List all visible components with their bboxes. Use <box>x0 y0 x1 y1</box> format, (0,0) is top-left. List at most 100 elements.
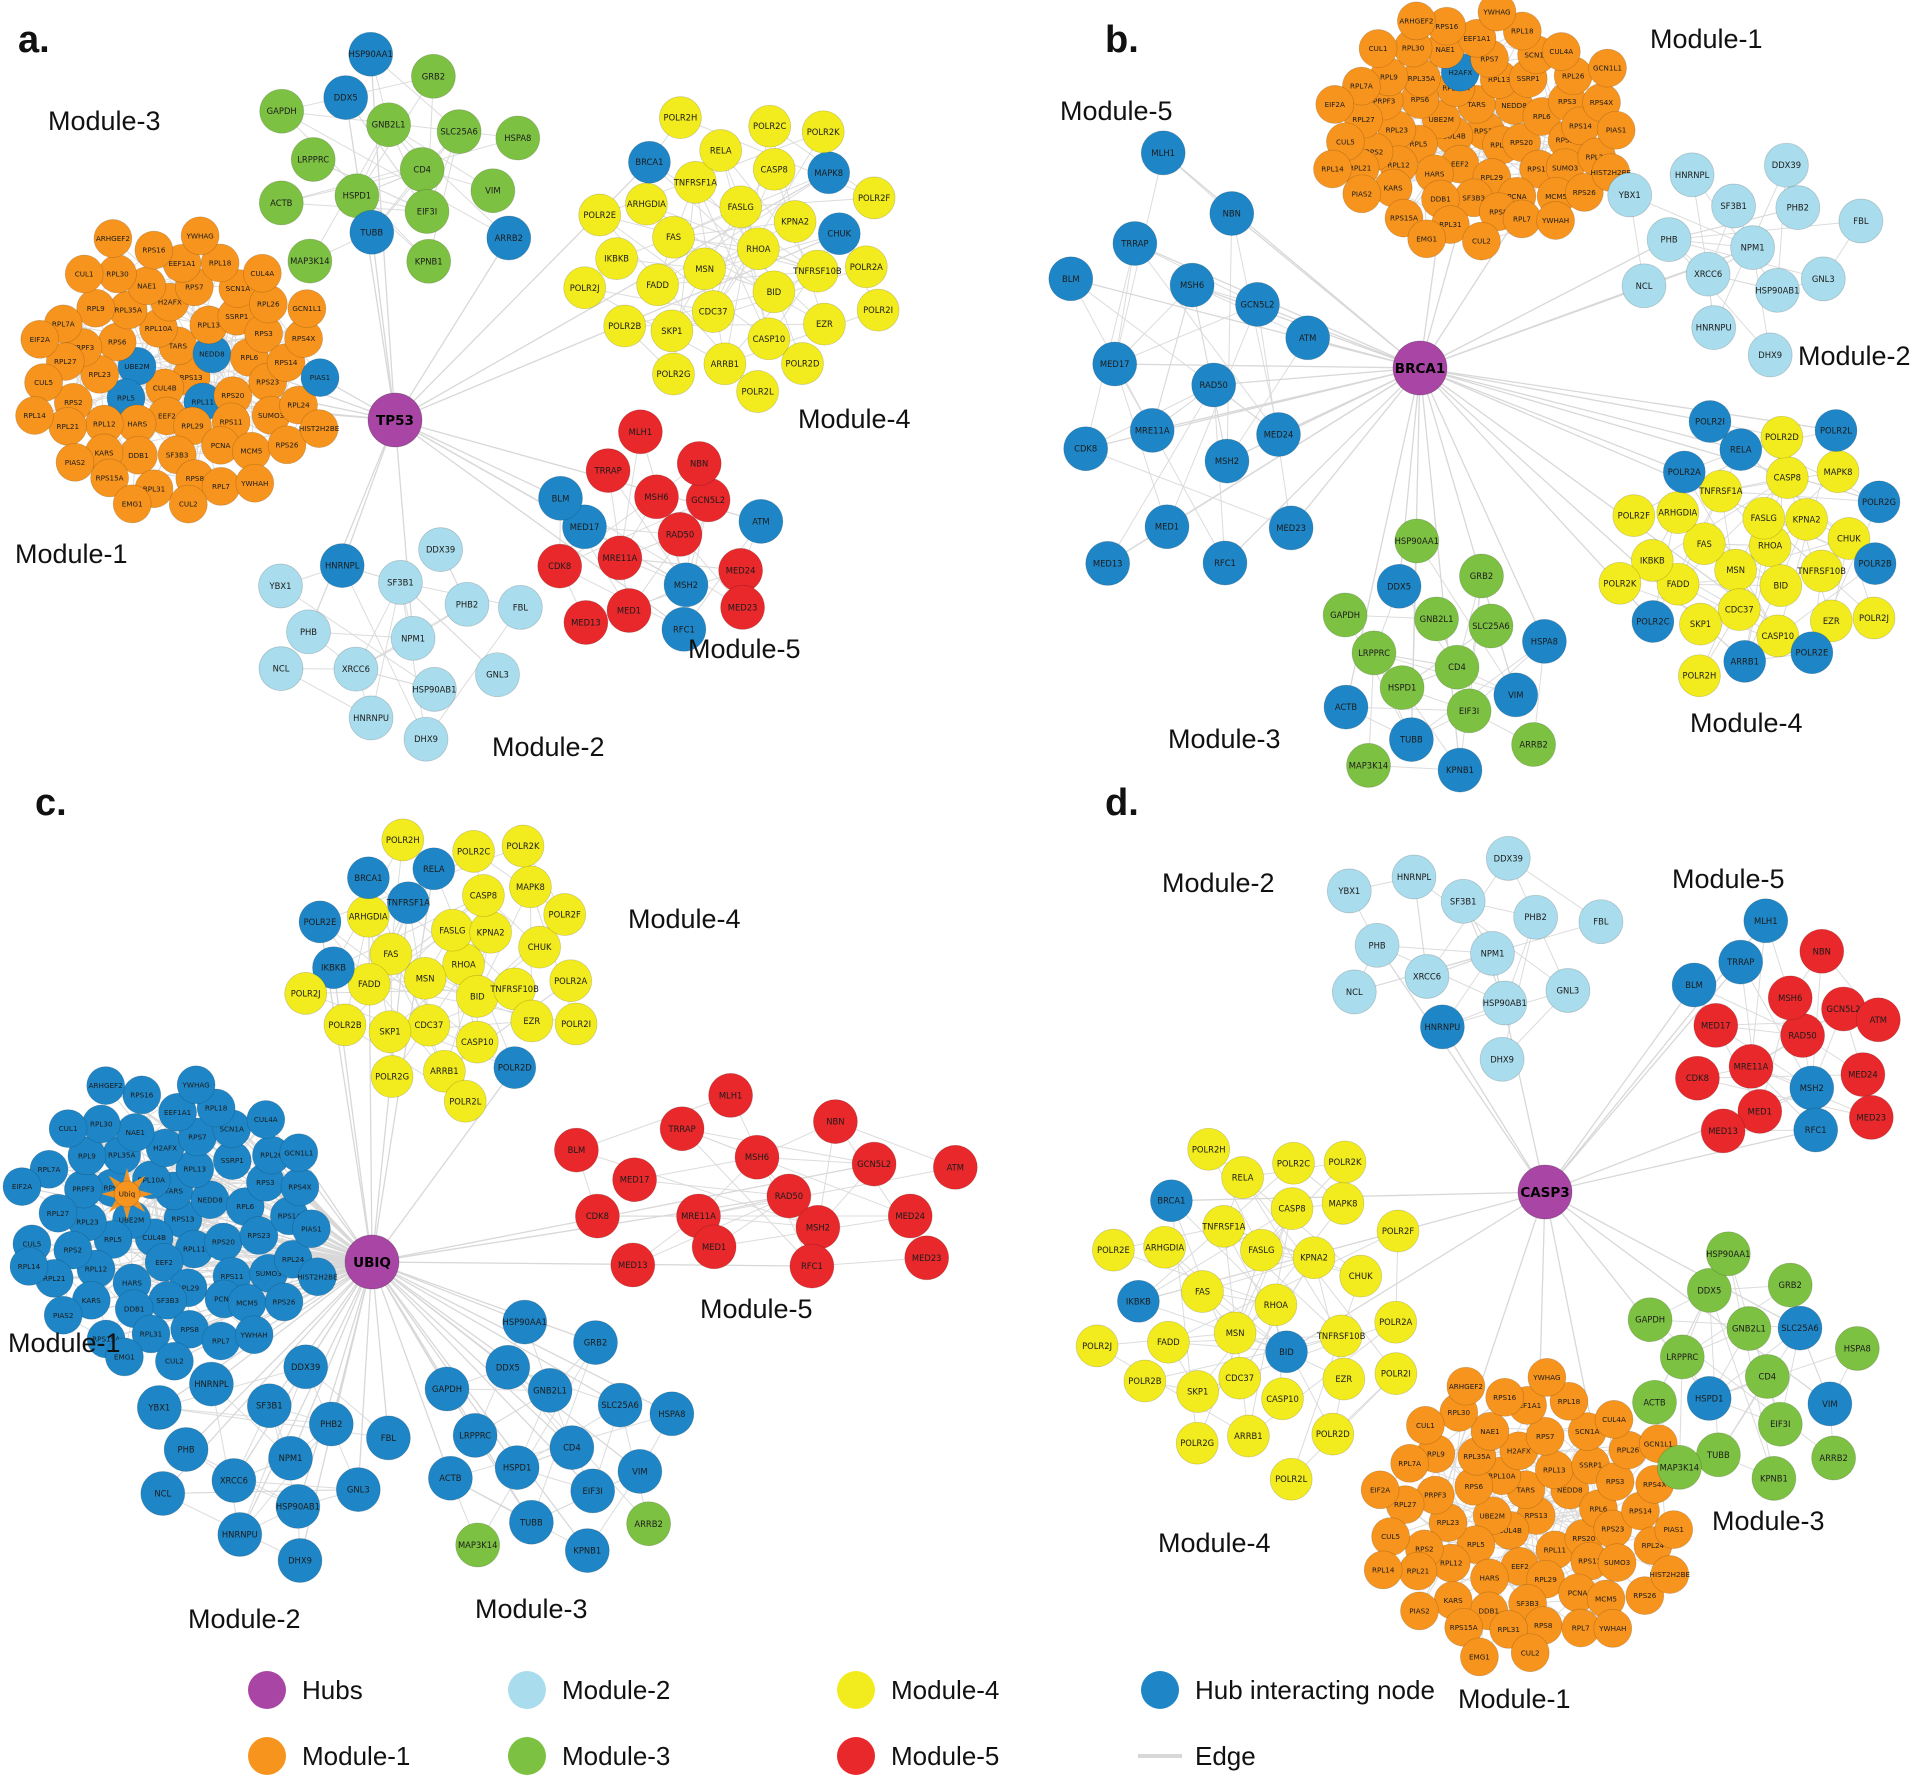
node-SF3B1: SF3B1 <box>1711 183 1756 229</box>
node-POLR2B: POLR2B <box>323 1003 367 1047</box>
svg-text:MRE11A: MRE11A <box>1734 1061 1769 1071</box>
svg-text:RPL26: RPL26 <box>1562 71 1585 80</box>
svg-text:RPL30: RPL30 <box>1402 44 1425 53</box>
svg-text:BLM: BLM <box>1685 980 1703 990</box>
node-IKBKB: IKBKB <box>312 946 355 990</box>
svg-text:GAPDH: GAPDH <box>432 1384 462 1394</box>
svg-text:TARS: TARS <box>1466 100 1486 109</box>
svg-text:GAPDH: GAPDH <box>1635 1315 1665 1325</box>
svg-text:UBIQ: UBIQ <box>353 1255 391 1271</box>
svg-text:MAPK8: MAPK8 <box>1329 1198 1358 1208</box>
svg-text:HIST2H2BE: HIST2H2BE <box>1650 1570 1691 1579</box>
node-MAP3K14: MAP3K14 <box>287 238 333 284</box>
legend-item-hub-interacting-node: Hub interacting node <box>1141 1671 1435 1709</box>
node-MSH2: MSH2 <box>795 1204 841 1250</box>
svg-text:YBX1: YBX1 <box>269 581 292 591</box>
svg-text:H2AFX: H2AFX <box>1507 1446 1531 1455</box>
node-LRPPRC: LRPPRC <box>1659 1334 1705 1380</box>
node-TRRAP: TRRAP <box>585 448 631 493</box>
svg-text:ARRB2: ARRB2 <box>495 233 523 243</box>
module-label-a-module-4: Module-4 <box>798 404 911 434</box>
node-DDX5: DDX5 <box>1686 1268 1732 1313</box>
node-ATM: ATM <box>738 499 784 544</box>
svg-text:MAPK8: MAPK8 <box>516 882 545 892</box>
panel-c-nodes: RHOAMSNFASLGBIDFASKPNA2CDC37TNFRSF1ATNFR… <box>2 818 978 1583</box>
node-POLR2H: POLR2H <box>381 818 425 862</box>
node-MED23: MED23 <box>1268 505 1314 551</box>
svg-text:RPL7A: RPL7A <box>1398 1459 1421 1468</box>
svg-text:DDX5: DDX5 <box>1697 1285 1721 1295</box>
svg-text:GNL3: GNL3 <box>347 1485 370 1495</box>
node-HIST2H2BE: HIST2H2BE <box>299 409 340 448</box>
svg-text:CASP8: CASP8 <box>470 891 497 901</box>
svg-text:RPS7: RPS7 <box>1536 1432 1554 1441</box>
node-DDX39: DDX39 <box>283 1344 329 1390</box>
node-NAE1: NAE1 <box>1470 1412 1510 1451</box>
node-DHX9: DHX9 <box>403 716 449 762</box>
panel-b-module-2: NPM1XRCC6SF3B1HSP90AB1PHBPHB2HNRNPUHNRNP… <box>1607 142 1884 378</box>
svg-text:H2AFX: H2AFX <box>1448 68 1472 77</box>
node-MAPK8: MAPK8 <box>509 865 552 909</box>
svg-text:YBX1: YBX1 <box>1337 886 1360 896</box>
node-POLR2L: POLR2L <box>1269 1457 1313 1501</box>
svg-text:XRCC6: XRCC6 <box>1694 269 1722 279</box>
svg-text:MED17: MED17 <box>1100 359 1130 369</box>
svg-text:POLR2A: POLR2A <box>1379 1317 1412 1327</box>
svg-text:RPL29: RPL29 <box>1534 1575 1557 1584</box>
svg-text:RPS15A: RPS15A <box>1450 1623 1478 1632</box>
hub-BRCA1: BRCA1 <box>1392 340 1448 396</box>
node-CUL1: CUL1 <box>48 1109 88 1148</box>
node-HNRNPL: HNRNPL <box>1391 854 1437 900</box>
svg-text:SF3B3: SF3B3 <box>1516 1599 1539 1608</box>
node-KPNA2: KPNA2 <box>773 200 817 243</box>
node-EIF3I: EIF3I <box>570 1468 616 1514</box>
svg-text:RHOA: RHOA <box>1758 541 1783 551</box>
node-POLR2D: POLR2D <box>493 1046 537 1089</box>
svg-text:RELA: RELA <box>1232 1173 1254 1183</box>
module-label-b-module-3: Module-3 <box>1168 724 1281 754</box>
svg-text:EIF3I: EIF3I <box>417 207 437 217</box>
node-POLR2G: POLR2G <box>370 1055 414 1098</box>
module-label-b-module-4: Module-4 <box>1690 708 1803 738</box>
node-MAP3K14: MAP3K14 <box>455 1522 501 1568</box>
node-MED1: MED1 <box>606 588 652 633</box>
svg-text:FAS: FAS <box>1195 1287 1210 1297</box>
svg-text:HNRNPL: HNRNPL <box>325 561 360 571</box>
node-BLM: BLM <box>1671 962 1717 1008</box>
node-SLC25A6: SLC25A6 <box>1777 1305 1823 1351</box>
svg-text:CUL1: CUL1 <box>75 270 94 279</box>
node-RELA: RELA <box>412 847 456 891</box>
node-ARHGEF2: ARHGEF2 <box>1446 1366 1486 1406</box>
node-ARHGEF2: ARHGEF2 <box>86 1066 126 1105</box>
node-TRRAP: TRRAP <box>1112 221 1158 266</box>
svg-text:TUBB: TUBB <box>1706 1450 1730 1460</box>
svg-text:RPL30: RPL30 <box>90 1120 113 1129</box>
svg-text:RPL24: RPL24 <box>282 1255 305 1264</box>
node-ARRB1: ARRB1 <box>1723 640 1767 683</box>
node-POLR2J: POLR2J <box>563 266 607 310</box>
node-GAPDH: GAPDH <box>259 88 305 134</box>
node-PIAS2: PIAS2 <box>43 1295 83 1335</box>
svg-text:BLM: BLM <box>568 1145 586 1155</box>
svg-text:EMG1: EMG1 <box>1469 1653 1490 1662</box>
svg-text:TUBB: TUBB <box>1399 735 1423 745</box>
svg-text:Hub interacting node: Hub interacting node <box>1195 1675 1435 1705</box>
svg-text:POLR2I: POLR2I <box>561 1019 591 1029</box>
svg-text:TNFRSF1A: TNFRSF1A <box>673 177 717 187</box>
svg-text:ARRB1: ARRB1 <box>711 359 739 369</box>
node-GNB2L1: GNB2L1 <box>366 102 411 148</box>
node-YBX1: YBX1 <box>1607 172 1653 218</box>
legend-item-module-5: Module-5 <box>837 1737 999 1775</box>
node-POLR2G: POLR2G <box>652 352 695 396</box>
node-SF3B1: SF3B1 <box>378 560 423 605</box>
svg-text:RPL7: RPL7 <box>1513 215 1531 224</box>
svg-text:YBX1: YBX1 <box>147 1403 170 1413</box>
svg-text:TNFRSF10B: TNFRSF10B <box>792 266 842 276</box>
svg-text:Module-1: Module-1 <box>302 1741 410 1771</box>
node-GRB2: GRB2 <box>1767 1262 1813 1308</box>
node-FAS: FAS <box>652 215 695 259</box>
svg-text:KPNA2: KPNA2 <box>477 927 505 937</box>
svg-text:POLR2I: POLR2I <box>1381 1369 1411 1379</box>
svg-text:RPS3: RPS3 <box>1558 97 1576 106</box>
svg-text:LRPPRC: LRPPRC <box>459 1430 491 1440</box>
